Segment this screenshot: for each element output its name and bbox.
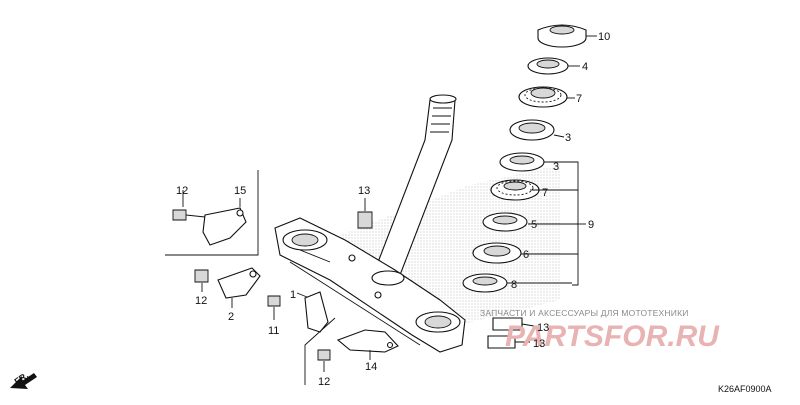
part-12-bolt-left: [194, 269, 209, 292]
callout-13-lower-a: 13: [537, 322, 549, 334]
watermark-text: ЗАПЧАСТИ И АКСЕССУАРЫ ДЛЯ МОТОТЕХНИКИ: [480, 308, 689, 318]
callout-7-lower: 7: [542, 187, 548, 199]
callout-15: 15: [234, 185, 246, 197]
part-7-upper-bearing: [518, 86, 568, 108]
front-arrow: [10, 373, 37, 389]
callout-12-left: 12: [195, 295, 207, 307]
callout-11: 11: [268, 325, 279, 337]
watermark-logo: PARTSFOR.RU: [505, 320, 720, 353]
callout-3-lower: 3: [553, 161, 559, 173]
part-13-bolts-lower: [487, 317, 535, 349]
callout-12-lower: 12: [318, 376, 330, 388]
part-6-washer: [472, 242, 522, 264]
part-10-nut: [537, 24, 587, 48]
part-8-dust-seal: [462, 273, 508, 293]
bearing-stack: [462, 24, 587, 293]
callout-7-upper: 7: [576, 93, 582, 105]
part-7-lower-bearing: [490, 179, 540, 201]
callout-4: 4: [582, 61, 588, 73]
diagram-code: K26AF0900A: [718, 384, 772, 394]
triple-clamp: [274, 217, 466, 353]
lower-inset: [304, 317, 399, 385]
part-1-guide: [296, 291, 329, 333]
callout-9: 9: [588, 219, 594, 231]
part-3-upper-race: [509, 119, 555, 141]
callout-10: 10: [598, 31, 610, 43]
leaders-right: [507, 35, 597, 284]
steering-stem: [374, 94, 457, 276]
callout-2: 2: [228, 311, 234, 323]
part-5-seal: [482, 212, 528, 232]
part-14-bracket: [336, 329, 399, 353]
part-3-lower-race: [499, 152, 545, 172]
inset-box: [165, 170, 259, 256]
group-bracket-9: [521, 161, 586, 286]
callout-1: 1: [290, 289, 296, 301]
callout-12-inset: 12: [176, 185, 188, 197]
part-11-bolt: [267, 295, 281, 320]
callout-5: 5: [531, 219, 537, 231]
part-4-locknut: [527, 57, 569, 75]
part-13-bolt-upper: [357, 198, 373, 229]
watermark: ЗАПЧАСТИ И АКСЕССУАРЫ ДЛЯ МОТОТЕХНИКИ PA…: [480, 308, 720, 353]
part-12-bolt-inset: [172, 209, 187, 221]
callout-6: 6: [523, 249, 529, 261]
part-2-clip: [217, 267, 261, 308]
part-15-bracket: [202, 207, 247, 246]
callout-13-upper: 13: [358, 185, 370, 197]
callout-13-lower-b: 13: [533, 338, 545, 350]
callout-3-upper: 3: [565, 132, 571, 144]
callout-8: 8: [511, 279, 517, 291]
callout-14: 14: [365, 361, 377, 373]
